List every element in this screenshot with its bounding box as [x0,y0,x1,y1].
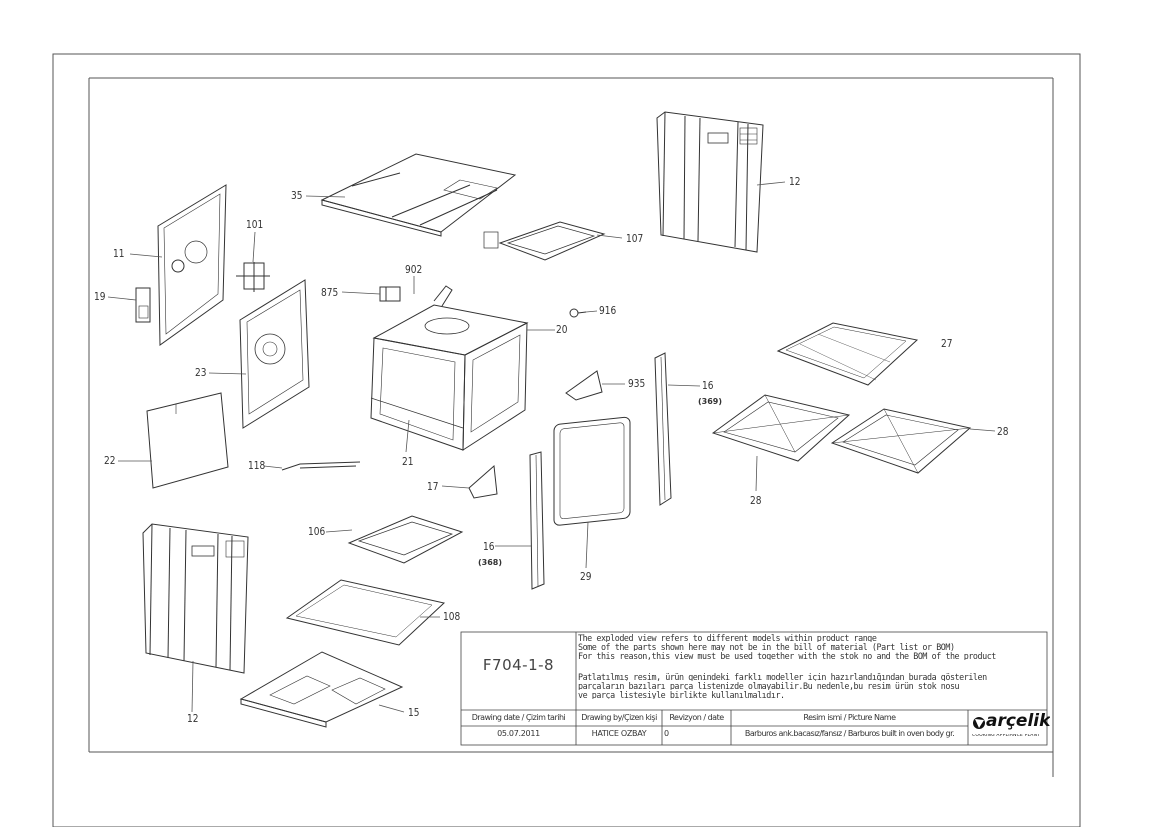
part-12-right-side-panel [656,111,764,253]
part-28-deep-tray [711,394,851,462]
part-12-left-side-panel [142,523,249,674]
label-part-15: 15 [408,706,420,719]
label-part-369: (369) [698,397,723,406]
label-part-368: (368) [478,558,503,567]
part-107-top-heater [483,221,606,261]
label-part-107: 107 [626,232,644,245]
part-16-right-rail [654,352,672,506]
header-drawing-date: Drawing date / Çizim tarihi [471,714,566,722]
arcelik-logo: arçelik [986,713,1051,730]
label-part-20: 20 [556,323,568,336]
note-en-1: The exploded view refers to different mo… [578,634,877,643]
part-27-wire-rack [776,322,919,386]
part-22-cover-plate [146,392,229,489]
part-916-screw [569,308,587,318]
part-19-small-bracket [135,287,151,323]
drawing-code: F704-1-8 [482,658,555,673]
header-drawn-by: Drawing by/Çizen kişi [581,714,657,722]
part-29-door-seal [553,416,631,526]
label-part-19: 19 [94,290,106,303]
part-935-bracket [565,370,603,401]
label-part-108: 108 [443,610,461,623]
part-15-bottom-panel [239,651,404,728]
label-part-118: 118 [248,459,266,472]
header-picture-name: Resim ismi / Picture Name [803,714,896,722]
value-picture-name: Barburos ank.bacasız/fansız / Barburos b… [744,730,955,738]
label-part-916: 916 [599,304,617,317]
label-part-12-bottom: 12 [187,712,199,725]
note-en-2: Some of the parts shown here may not be … [578,643,955,652]
label-part-28-left: 28 [750,494,762,507]
label-part-22: 22 [104,454,116,467]
header-revision: Revizyon / date [669,714,724,722]
label-part-12-top: 12 [789,175,801,188]
value-drawn-by: HATİCE ÖZBAY [591,730,647,738]
value-revision: 0 [664,730,669,738]
part-28-shallow-tray [830,408,972,474]
title-block-grid [460,631,1048,746]
part-11-rear-panel [157,184,227,346]
part-118-sensor [281,461,361,471]
label-part-21: 21 [402,455,414,468]
label-part-101: 101 [246,218,264,231]
part-23-rear-inner-panel [239,279,310,429]
note-tr-3: ve parça listesiyle birlikte kullanılmal… [578,691,785,700]
label-part-35: 35 [291,189,303,202]
part-875-thermostat [379,286,401,302]
label-part-17: 17 [427,480,439,493]
label-part-106: 106 [308,525,326,538]
label-part-27: 27 [941,337,953,350]
part-17-bracket [468,464,498,499]
leader-lines [107,181,996,713]
logo-mark [973,717,985,729]
title-block: F704-1-8 The exploded view refers to dif… [461,632,1051,745]
part-101-fan-motor [236,262,270,292]
label-part-28-right: 28 [997,425,1009,438]
part-35-top-panel [320,153,517,237]
label-part-16-right: 16 [702,379,714,392]
label-part-902: 902 [405,263,423,276]
arcelik-logo-subtitle: COOKING APPLIANCE PLANT [972,734,1041,738]
label-part-16-left: 16 [483,540,495,553]
label-part-29: 29 [580,570,592,583]
part-20-oven-cavity [370,304,529,451]
note-tr-1: Patlatılmış resim, ürün genindeki farklı… [578,673,987,682]
note-en-3: For this reason,this view must be used t… [578,652,996,661]
label-part-23: 23 [195,366,207,379]
label-part-875: 875 [321,286,339,299]
note-tr-2: parçaların bazıları parça listenizde olm… [578,682,960,691]
part-16-left-rail [529,451,545,590]
label-part-935: 935 [628,377,646,390]
part-902-clip [433,285,453,307]
label-part-11: 11 [113,247,125,260]
part-106-bottom-heater [347,515,464,564]
value-drawing-date: 05.07.2011 [497,730,540,738]
part-108-bottom-plate [285,579,446,646]
